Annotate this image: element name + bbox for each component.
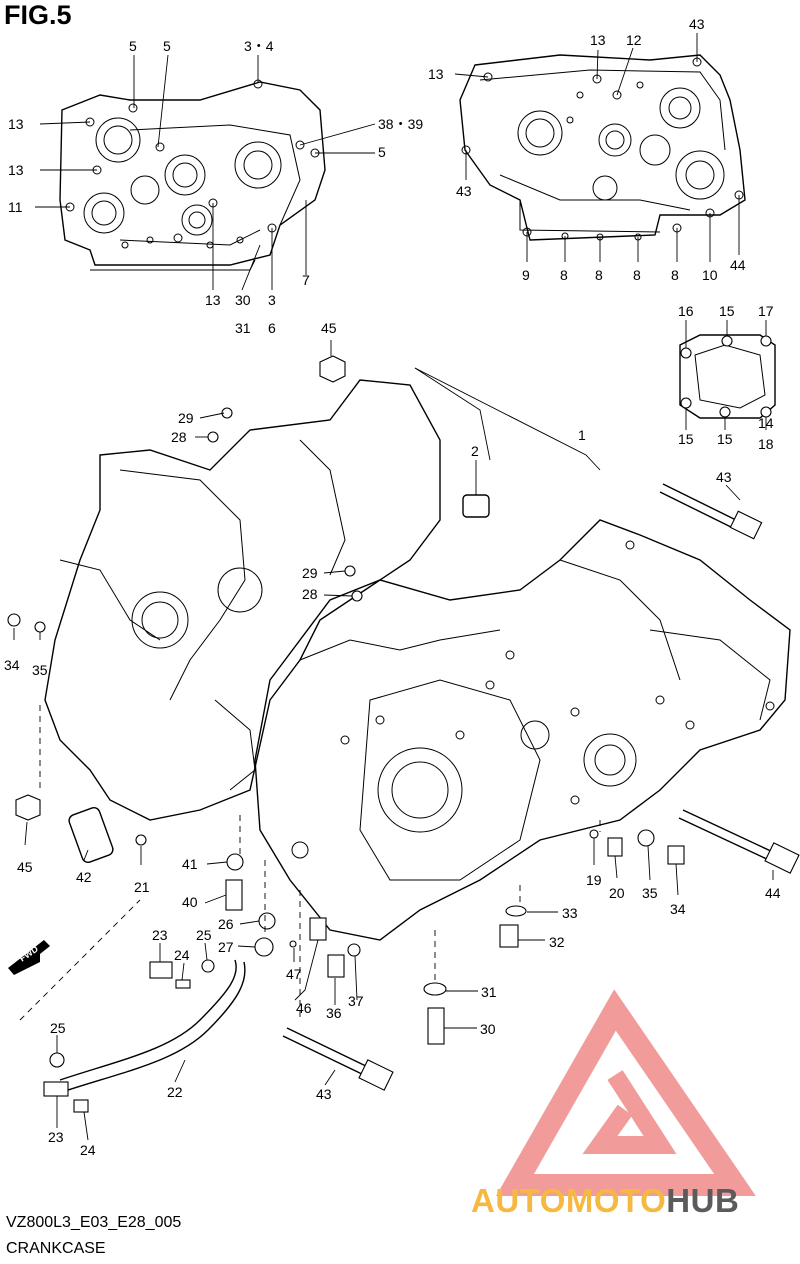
label-44a: 44: [730, 257, 746, 273]
label-3-4: 3・4: [244, 38, 274, 54]
label-47: 47: [286, 966, 302, 982]
small-cover-view: [679, 334, 776, 419]
label-31b: 31: [481, 984, 497, 1000]
label-45b: 45: [17, 859, 33, 875]
part-labels: 3・4 5 5 5 13 13 11 38・39 13 30 31 3 6 7 …: [4, 16, 781, 1158]
label-23a: 23: [152, 927, 168, 943]
label-9: 9: [522, 267, 530, 283]
label-35a: 35: [32, 662, 48, 678]
label-20: 20: [609, 885, 625, 901]
label-45a: 45: [321, 320, 337, 336]
label-27: 27: [218, 939, 234, 955]
dowel-pin: [462, 494, 490, 518]
label-32: 32: [549, 934, 565, 950]
watermark-logo-mark: [496, 989, 756, 1196]
label-2: 2: [471, 443, 479, 459]
label-15b: 15: [678, 431, 694, 447]
label-34a: 34: [4, 657, 20, 673]
label-25a: 25: [196, 927, 212, 943]
label-30: 30: [235, 292, 251, 308]
label-43a: 43: [689, 16, 705, 32]
label-5c: 5: [378, 144, 386, 160]
leader-lines: [13, 33, 774, 1141]
oil-strainer: [68, 807, 114, 863]
label-29a: 29: [178, 410, 194, 426]
label-18: 18: [758, 436, 774, 452]
label-14: 14: [758, 415, 774, 431]
crankcase-right-half-view: [459, 54, 746, 241]
label-43b: 43: [456, 183, 472, 199]
label-33: 33: [562, 905, 578, 921]
label-13a: 13: [8, 116, 24, 132]
label-11: 11: [8, 199, 23, 215]
label-17: 17: [758, 303, 774, 319]
label-15a: 15: [719, 303, 735, 319]
figure-title: FIG.5: [4, 0, 72, 30]
hose: [59, 959, 237, 1081]
label-37: 37: [348, 993, 364, 1009]
label-13d: 13: [590, 32, 606, 48]
label-46: 46: [296, 1000, 312, 1016]
label-28a: 28: [171, 429, 187, 445]
label-8a: 8: [560, 267, 568, 283]
label-23b: 23: [48, 1129, 64, 1145]
label-5b: 5: [163, 38, 171, 54]
label-3: 3: [268, 292, 276, 308]
diagram-code: VZ800L3_E03_E28_005: [6, 1214, 182, 1231]
label-36: 36: [326, 1005, 342, 1021]
label-16: 16: [678, 303, 694, 319]
label-24a: 24: [174, 947, 190, 963]
label-26: 26: [218, 916, 234, 932]
label-35b: 35: [642, 885, 658, 901]
label-43c: 43: [716, 469, 732, 485]
label-19: 19: [586, 872, 602, 888]
stud-43-upper: [659, 483, 763, 540]
label-31: 31: [235, 320, 251, 336]
label-42: 42: [76, 869, 92, 885]
explode-lines: [19, 705, 601, 1021]
fwd-arrow-icon: FWD: [8, 940, 50, 975]
crankcase-left-half-view: [59, 79, 326, 271]
label-24b: 24: [80, 1142, 96, 1158]
nut-45-left: [15, 794, 41, 821]
label-1: 1: [578, 427, 586, 443]
stud-43-lower: [282, 1027, 394, 1091]
label-25b: 25: [50, 1020, 66, 1036]
label-13c: 13: [205, 292, 221, 308]
label-40: 40: [182, 894, 198, 910]
label-28b: 28: [302, 586, 318, 602]
label-8c: 8: [633, 267, 641, 283]
label-13b: 13: [8, 162, 24, 178]
label-6: 6: [268, 320, 276, 336]
label-44b: 44: [765, 885, 781, 901]
main-crankcase-assembly: [44, 379, 791, 941]
watermark-text: AUTOMOTOHUB: [471, 1182, 740, 1219]
label-29b: 29: [302, 565, 318, 581]
label-43d: 43: [316, 1086, 332, 1102]
diagram-name: CRANKCASE: [6, 1240, 106, 1257]
label-8d: 8: [671, 267, 679, 283]
label-10: 10: [702, 267, 718, 283]
label-41: 41: [182, 856, 198, 872]
label-15c: 15: [717, 431, 733, 447]
label-30b: 30: [480, 1021, 496, 1037]
stud-44-lower: [678, 809, 800, 874]
label-38-39: 38・39: [378, 116, 423, 132]
nut-45-top: [319, 355, 346, 383]
label-7: 7: [302, 272, 310, 288]
label-34b: 34: [670, 901, 686, 917]
small-fasteners: [7, 407, 685, 1113]
label-5a: 5: [129, 38, 137, 54]
label-21: 21: [134, 879, 150, 895]
label-8b: 8: [595, 267, 603, 283]
label-12: 12: [626, 32, 642, 48]
label-22: 22: [167, 1084, 183, 1100]
label-13e: 13: [428, 66, 444, 82]
